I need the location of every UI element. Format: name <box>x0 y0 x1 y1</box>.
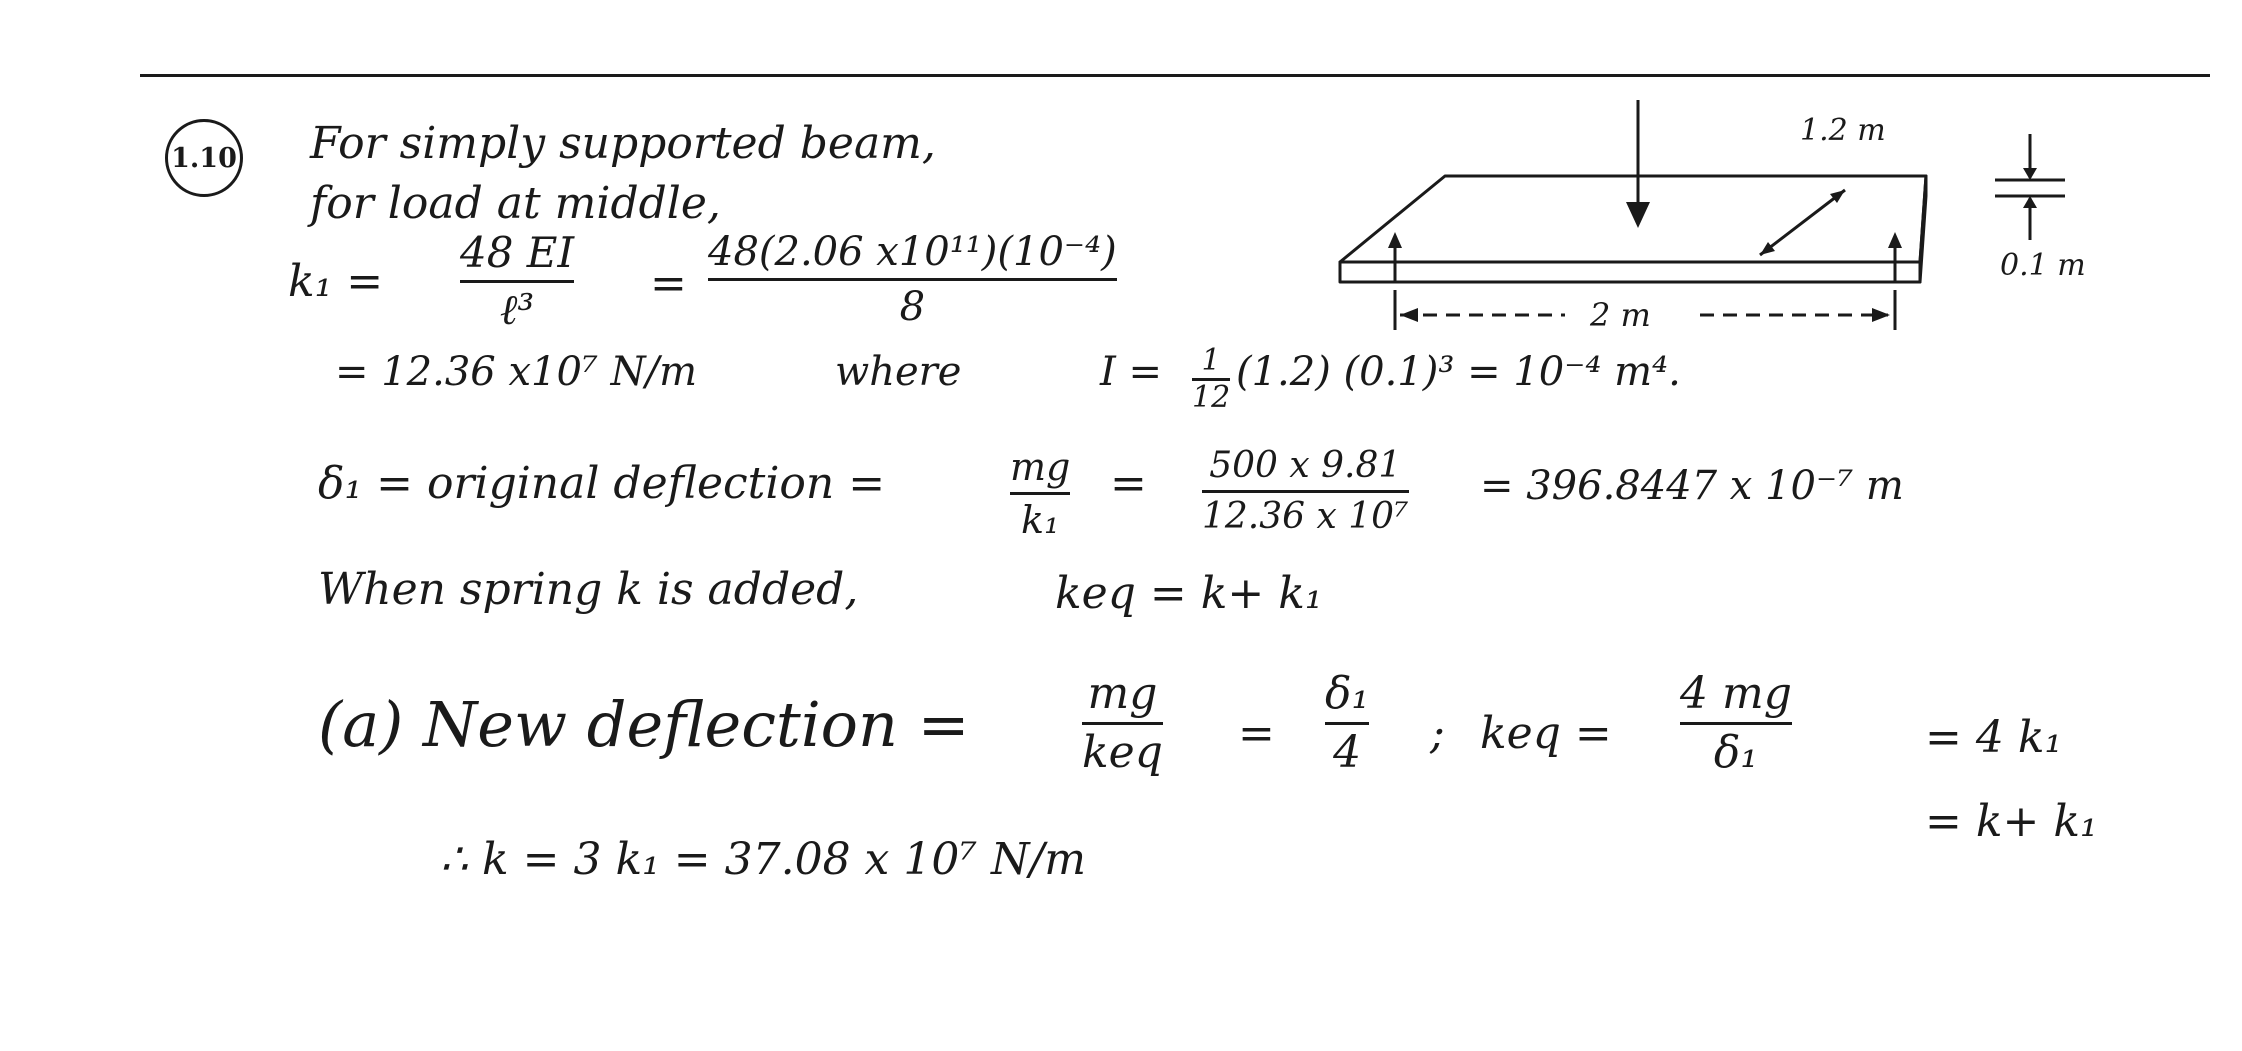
support-left-head <box>1388 232 1402 248</box>
I-frac-den: 12 <box>1192 380 1231 415</box>
width-arrowhead-b <box>1760 242 1775 255</box>
pa-eq-1: = <box>1238 708 1275 759</box>
k1-lhs: k₁ = <box>288 256 384 307</box>
span-arrowhead-right <box>1872 308 1890 322</box>
spring-text: When spring k is added, <box>318 564 859 615</box>
spring-eq: keq = k+ k₁ <box>1055 568 1323 619</box>
pa-num-3: 4 mg <box>1680 668 1792 719</box>
problem-number: 1.10 <box>171 142 237 174</box>
beam-front-face <box>1338 260 1922 284</box>
I-lhs: I = <box>1100 349 1163 395</box>
fraction-bar <box>1082 722 1163 725</box>
fraction-bar <box>1192 378 1231 381</box>
beam-top-face <box>1338 174 1928 264</box>
intro-line-1: For simply supported beam, <box>310 118 936 169</box>
part-a-label: (a) New deflection = <box>318 688 970 761</box>
width-arrow <box>1759 188 1846 257</box>
intro-line-2: for load at middle, <box>310 178 721 229</box>
where-label: where <box>835 349 962 395</box>
delta-den-a: k₁ <box>1021 498 1060 542</box>
pa-result-1: = 4 k₁ <box>1925 712 2063 763</box>
k1-eq-1: = <box>650 258 687 309</box>
pa-den-3: δ₁ <box>1713 727 1758 778</box>
pa-fraction-1: mg keq <box>1082 672 1163 775</box>
thickness-head-top <box>2023 168 2037 180</box>
fraction-bar <box>1010 492 1071 495</box>
fraction-bar <box>1325 722 1370 725</box>
top-rule <box>140 74 2210 77</box>
delta-fraction-a: mg k₁ <box>1010 445 1071 542</box>
delta-result: = 396.8447 x 10⁻⁷ m <box>1480 463 1904 509</box>
therefore-line: ∴ k = 3 k₁ = 37.08 x 10⁷ N/m <box>440 834 1087 885</box>
pa-result-2: = k+ k₁ <box>1925 796 2098 847</box>
beam-side-face <box>1918 174 1928 284</box>
beam-diagram: 1.2 m 2 m 0.1 m <box>1338 100 2086 334</box>
pa-fraction-2: δ₁ 4 <box>1325 668 1370 778</box>
delta-eq: = <box>1110 458 1147 509</box>
I-frac-num: 1 <box>1201 343 1221 378</box>
delta-den-b: 12.36 x 10⁷ <box>1202 496 1409 537</box>
delta-num-b: 500 x 9.81 <box>1209 445 1402 486</box>
delta-lhs: δ₁ = original deflection = <box>318 458 886 509</box>
diagram-length-label: 2 m <box>1589 296 1651 334</box>
k1-fraction-numeric: 48(2.06 x10¹¹)(10⁻⁴) 8 <box>708 232 1117 327</box>
span-arrowhead-left <box>1400 308 1418 322</box>
diagram-width-label: 1.2 m <box>1800 113 1886 148</box>
pa-num-2: δ₁ <box>1325 668 1370 719</box>
support-right-head <box>1888 232 1902 248</box>
k1-den-a: ℓ³ <box>499 285 535 334</box>
delta-num-a: mg <box>1010 445 1071 489</box>
diagram-thickness-label: 0.1 m <box>2000 248 2086 283</box>
I-rhs: (1.2) (0.1)³ = 10⁻⁴ m⁴. <box>1236 349 1681 395</box>
pa-semicolon: ; <box>1430 708 1445 759</box>
pa-fraction-3: 4 mg δ₁ <box>1680 672 1792 775</box>
I-fraction: 1 12 <box>1192 343 1231 415</box>
fraction-bar <box>708 278 1117 281</box>
fraction-bar <box>1202 490 1409 493</box>
problem-number-badge: 1.10 <box>165 119 243 197</box>
k1-den-b: 8 <box>899 284 926 330</box>
width-arrowhead-a <box>1830 190 1845 203</box>
k1-result: = 12.36 x10⁷ N/m <box>335 349 698 395</box>
delta-fraction-b: 500 x 9.81 12.36 x 10⁷ <box>1202 448 1409 535</box>
thickness-head-bottom <box>2023 196 2037 208</box>
k1-num-a: 48 EI <box>460 228 575 277</box>
pa-num-1: mg <box>1087 668 1158 719</box>
load-arrowhead <box>1626 202 1650 228</box>
fraction-bar <box>460 280 575 283</box>
pa-den-2: 4 <box>1333 727 1362 778</box>
fraction-bar <box>1680 722 1792 725</box>
pa-den-1: keq <box>1082 727 1163 778</box>
pa-keq: keq = <box>1480 708 1612 759</box>
k1-num-b: 48(2.06 x10¹¹)(10⁻⁴) <box>708 229 1117 275</box>
k1-fraction-symbolic: 48 EI ℓ³ <box>460 228 575 334</box>
